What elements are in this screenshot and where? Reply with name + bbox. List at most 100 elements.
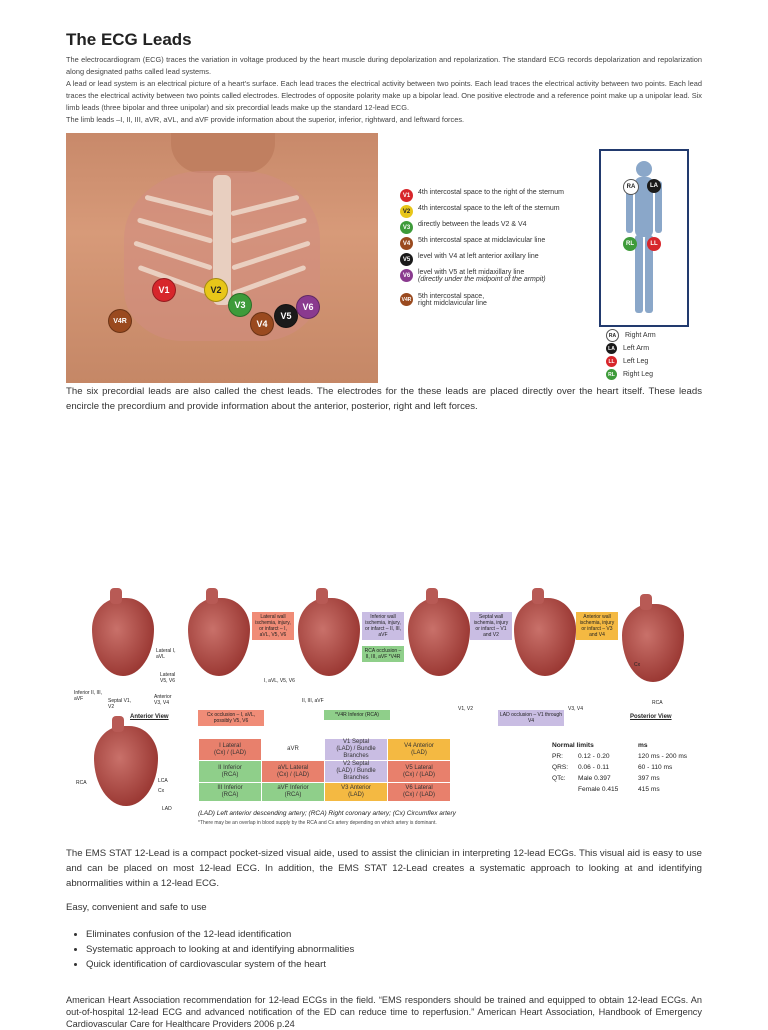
nl-ms: 397 ms <box>638 775 660 782</box>
tag-cx-occlusion: Cx occlusion – I, aVL, possibly V5, V6 <box>198 710 264 726</box>
small-label: LAD <box>162 806 172 812</box>
legend-dot: V6 <box>400 269 413 282</box>
limb-legend-text: Left Arm <box>623 345 650 352</box>
table-cell: aVL Lateral(Cx) / (LAD) <box>261 760 325 783</box>
nl-range: 0.12 - 0.20 <box>578 753 610 760</box>
legend-text: 5th intercostal space at midclavicular l… <box>418 237 546 244</box>
limb-legend-text: Right Arm <box>625 332 656 339</box>
legend-dot: V5 <box>400 253 413 266</box>
small-label: V1, V2 <box>458 706 474 712</box>
sternum <box>213 175 231 305</box>
nl-range: 0.06 - 0.11 <box>578 764 610 771</box>
table-cell: V6 Lateral(Cx) / (LAD) <box>387 782 451 802</box>
tag-rca-occlusion: RCA occlusion – II, III, aVF *V4R <box>362 646 404 662</box>
ems-stat-paragraph: The EMS STAT 12-Lead is a compact pocket… <box>66 846 702 891</box>
limb-dot-ll: LL <box>647 237 661 251</box>
limb-legend-la: LA Left Arm <box>606 342 696 355</box>
intro-paragraph-2: A lead or lead system is an electrical p… <box>66 79 702 112</box>
limb-dot-ra: RA <box>623 179 639 195</box>
easy-text: Easy, convenient and safe to use <box>66 902 207 913</box>
normal-limits-row: QTc: Male 0.397 397 ms <box>552 773 687 784</box>
small-label: Lateral V5, V6 <box>160 672 176 684</box>
list-item: Systematic approach to looking at and id… <box>86 942 354 957</box>
limb-lead-body-figure: RA LA RL LL <box>599 149 689 327</box>
ems-stat-text: The EMS STAT 12-Lead is a compact pocket… <box>66 848 702 889</box>
heart-anterior-illustration <box>92 588 154 676</box>
legend-row-v4: V4 5th intercostal space at midclavicular… <box>400 237 590 253</box>
list-item: Quick identification of cardiovascular s… <box>86 957 354 972</box>
electrode-v1: V1 <box>152 278 176 302</box>
intro-paragraph-1: The electrocardiogram (ECG) traces the v… <box>66 55 702 76</box>
normal-limits-header-cell: Normal limits <box>552 742 594 749</box>
limb-legend-dot: RA <box>606 329 619 342</box>
heart-posterior-illustration <box>622 594 684 682</box>
limb-legend-dot: LA <box>606 343 617 354</box>
nl-range: Male 0.397 <box>578 775 611 782</box>
legend-subtext: right midclavicular line <box>418 300 487 307</box>
tag-v4r-inferior: *V4R Inferior (RCA) <box>324 710 390 720</box>
legend-subtext: (directly under the midpoint of the armp… <box>418 276 546 283</box>
small-label: V3, V4 <box>568 706 584 712</box>
table-cell: V3 Anterior(LAD) <box>324 782 388 802</box>
electrode-v4: V4 <box>250 312 274 336</box>
aha-text: American Heart Association recommendatio… <box>66 995 702 1029</box>
limb-dot-la: LA <box>647 179 661 193</box>
legend-text: 5th intercostal space, <box>418 293 485 300</box>
legend-row-v4r: V4R 5th intercostal space,right midclavic… <box>400 293 590 317</box>
limb-dot-rl: RL <box>623 237 637 251</box>
small-label: II, III, aVF <box>302 698 324 704</box>
electrode-v5: V5 <box>274 304 298 328</box>
electrode-v6: V6 <box>296 295 320 319</box>
chest-leads-paragraph: The six precordial leads are also called… <box>66 384 702 414</box>
small-label: RCA <box>652 700 663 706</box>
nl-label: QTc: <box>552 775 566 782</box>
human-body-figure <box>626 161 662 313</box>
legend-text: 4th intercostal space to the left of the… <box>418 205 560 212</box>
limb-legend-text: Left Leg <box>623 358 649 365</box>
tag-anterior-wall: Anterior wall ischemia, injury or infarc… <box>576 612 618 640</box>
chest-leads-text: The six precordial leads are also called… <box>66 386 702 412</box>
heart-lateral-illustration <box>188 588 250 676</box>
table-cell: V5 Lateral(Cx) / (LAD) <box>387 760 451 783</box>
features-list: Eliminates confusion of the 12-lead iden… <box>66 927 354 972</box>
legend-dot: V4 <box>400 237 413 250</box>
table-cell: I Lateral(Cx) / (LAD) <box>198 738 262 761</box>
tag-lateral-wall: Lateral wall ischemia, injury, or infarc… <box>252 612 294 640</box>
table-cell: V1 Septal(LAD) / Bundle Branches <box>324 738 388 761</box>
limb-legend-ra: RA Right Arm <box>606 329 696 342</box>
aha-paragraph: American Heart Association recommendatio… <box>66 994 702 1030</box>
table-row: II Inferior(RCA) aVL Lateral(Cx) / (LAD)… <box>198 760 451 783</box>
heart-coronary-illustration <box>94 716 158 806</box>
table-cell: aVR <box>261 738 325 761</box>
legend-text: level with V4 at left anterior axillary … <box>418 253 539 260</box>
page-title: The ECG Leads <box>66 30 192 49</box>
posterior-view-label: Posterior View <box>630 714 672 720</box>
small-label: Anterior V3, V4 <box>154 694 172 706</box>
legend-dot: V4R <box>400 293 413 306</box>
electrode-v3: V3 <box>228 293 252 317</box>
nl-ms: 415 ms <box>638 786 660 793</box>
small-label: Inferior II, III, aVF <box>74 690 103 702</box>
legend-text: 4th intercostal space to the right of th… <box>418 189 564 196</box>
heart-septal-illustration <box>408 588 470 676</box>
intro-paragraph-3: The limb leads –I, II, III, aVR, aVL, an… <box>66 115 465 124</box>
table-cell: II Inferior(RCA) <box>198 760 262 783</box>
nl-label <box>552 784 578 795</box>
list-item: Eliminates confusion of the 12-lead iden… <box>86 927 354 942</box>
legend-text: directly between the leads V2 & V4 <box>418 221 527 228</box>
heart-anterior-wall-illustration <box>514 588 576 676</box>
small-label: Lateral I, aVL <box>156 648 176 660</box>
